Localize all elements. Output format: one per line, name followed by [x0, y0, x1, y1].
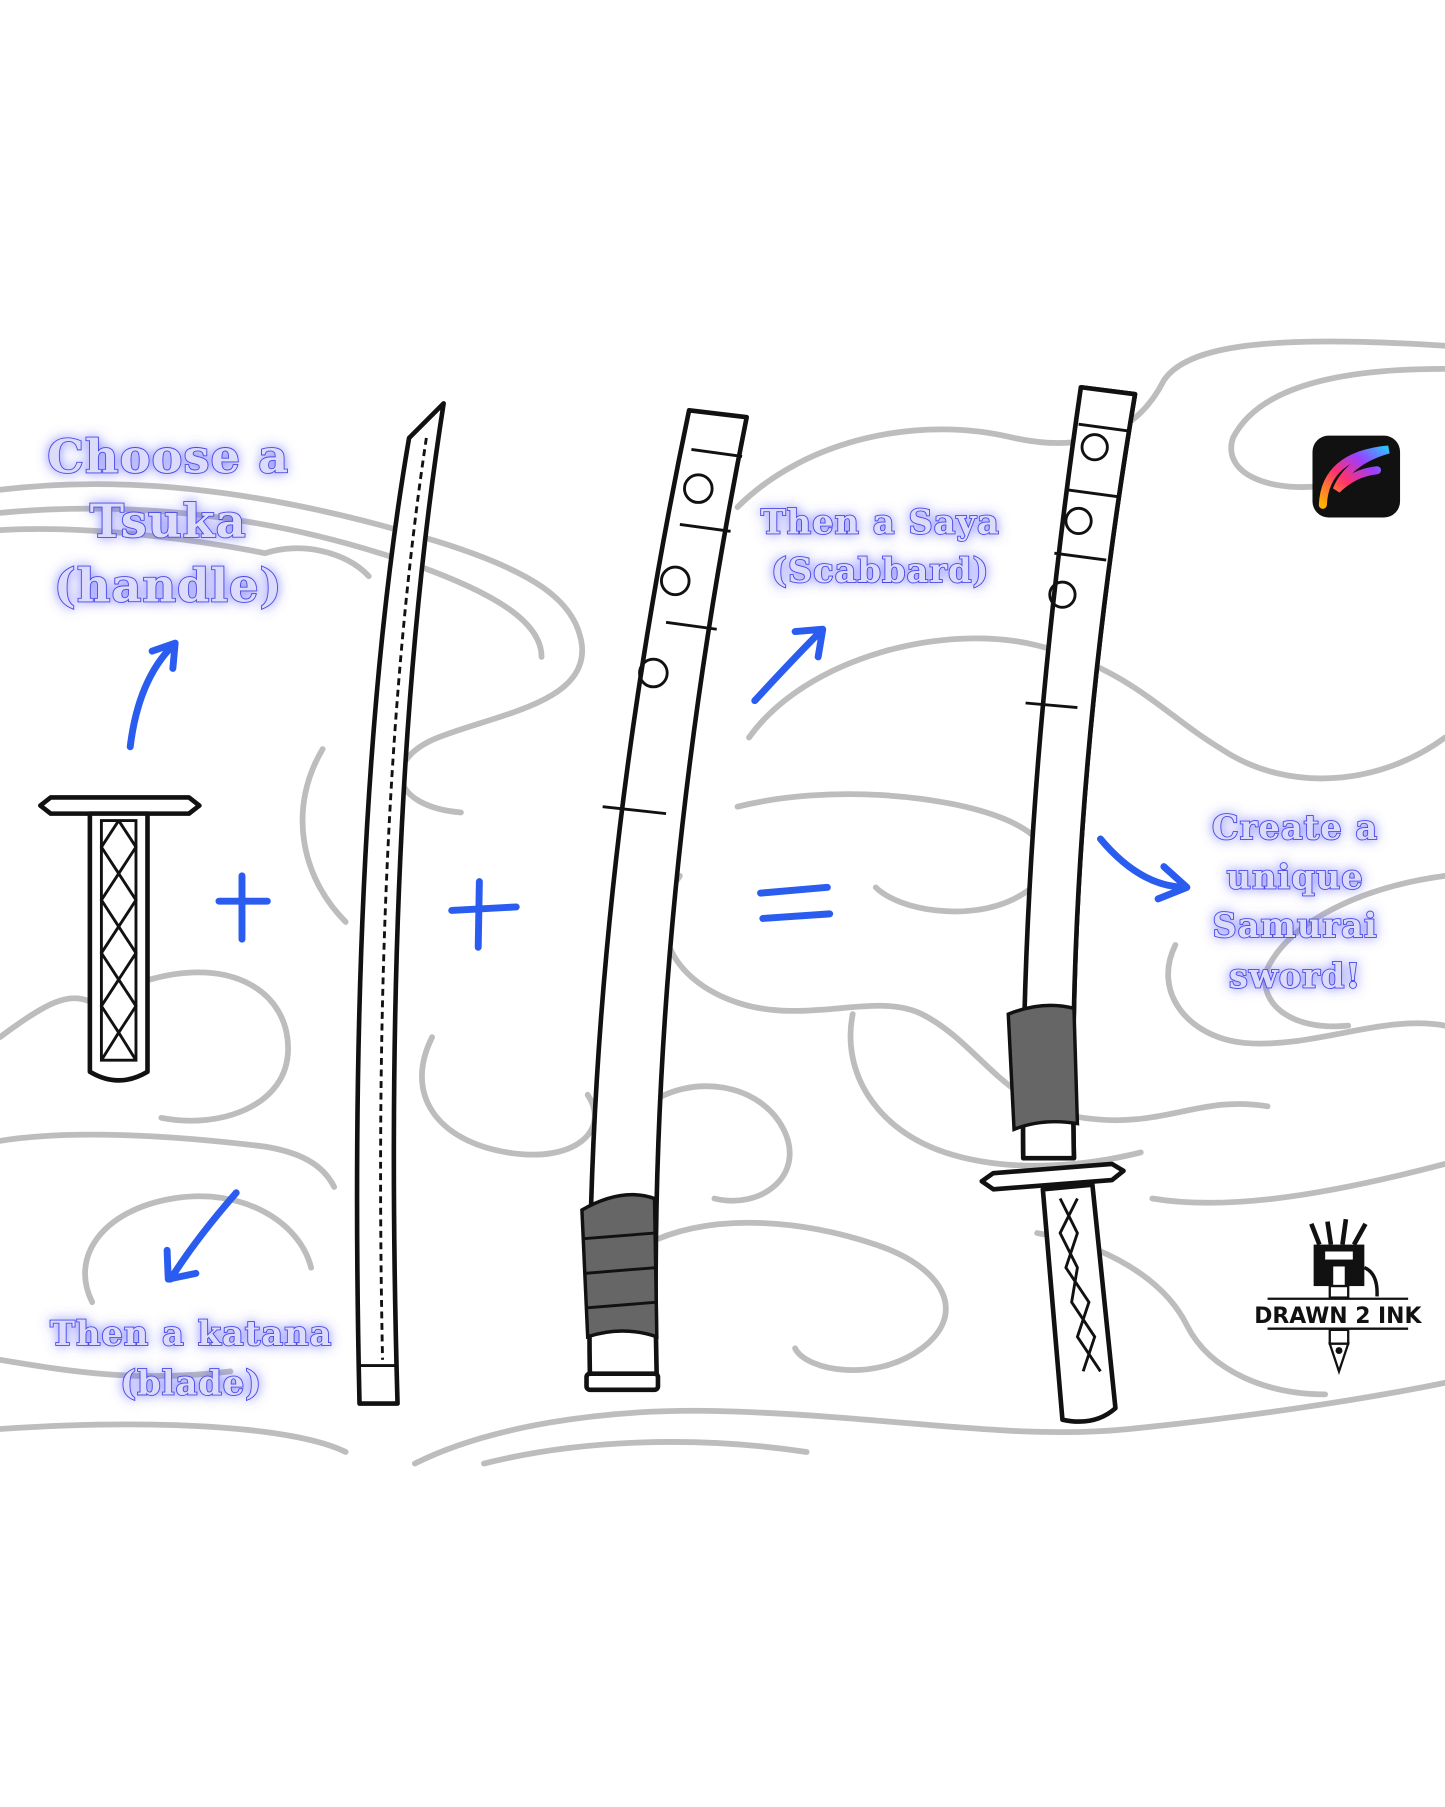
label-line: (handle) — [54, 559, 283, 613]
label-line: Tsuka — [90, 494, 247, 548]
label-line: Then a Saya — [761, 503, 1000, 542]
brand-text: DRAWN 2 INK — [1254, 1304, 1422, 1329]
swirl-icon — [638, 473, 714, 689]
arrows — [126, 625, 1191, 1283]
label-line: Choose a — [47, 430, 289, 484]
arrow-right-icon — [1097, 835, 1191, 903]
label-line: unique — [1227, 858, 1364, 897]
label-katana: Then a katana (blade) — [49, 1313, 332, 1403]
equals-sign — [757, 883, 834, 922]
plus-sign — [448, 878, 520, 951]
procreate-app-icon — [1312, 435, 1401, 518]
label-line: Then a katana — [50, 1314, 332, 1353]
katana-blade-drawing — [354, 401, 446, 1406]
label-line: Create a — [1212, 808, 1378, 847]
label-tsuka: Choose a Tsuka (handle) — [46, 429, 289, 614]
drawn-2-ink-logo: DRAWN 2 INK — [1254, 1218, 1423, 1375]
cloud-background — [0, 338, 1445, 1467]
label-line: (Scabbard) — [771, 551, 990, 590]
label-saya: Then a Saya (Scabbard) — [760, 502, 1000, 591]
saya-scabbard-drawing — [580, 408, 750, 1393]
plus-sign — [215, 872, 271, 943]
arrow-down-left-icon — [163, 1189, 240, 1283]
tsuka-handle-drawing — [38, 795, 202, 1083]
arrow-up-icon — [126, 639, 179, 751]
operators — [215, 872, 834, 951]
label-line: sword! — [1229, 957, 1361, 996]
arrow-up-right-icon — [751, 625, 827, 705]
label-line: Samurai — [1212, 906, 1377, 945]
label-result: Create a unique Samurai sword! — [1211, 807, 1378, 996]
label-line: (blade) — [120, 1363, 262, 1402]
completed-sword-drawing — [979, 384, 1138, 1424]
